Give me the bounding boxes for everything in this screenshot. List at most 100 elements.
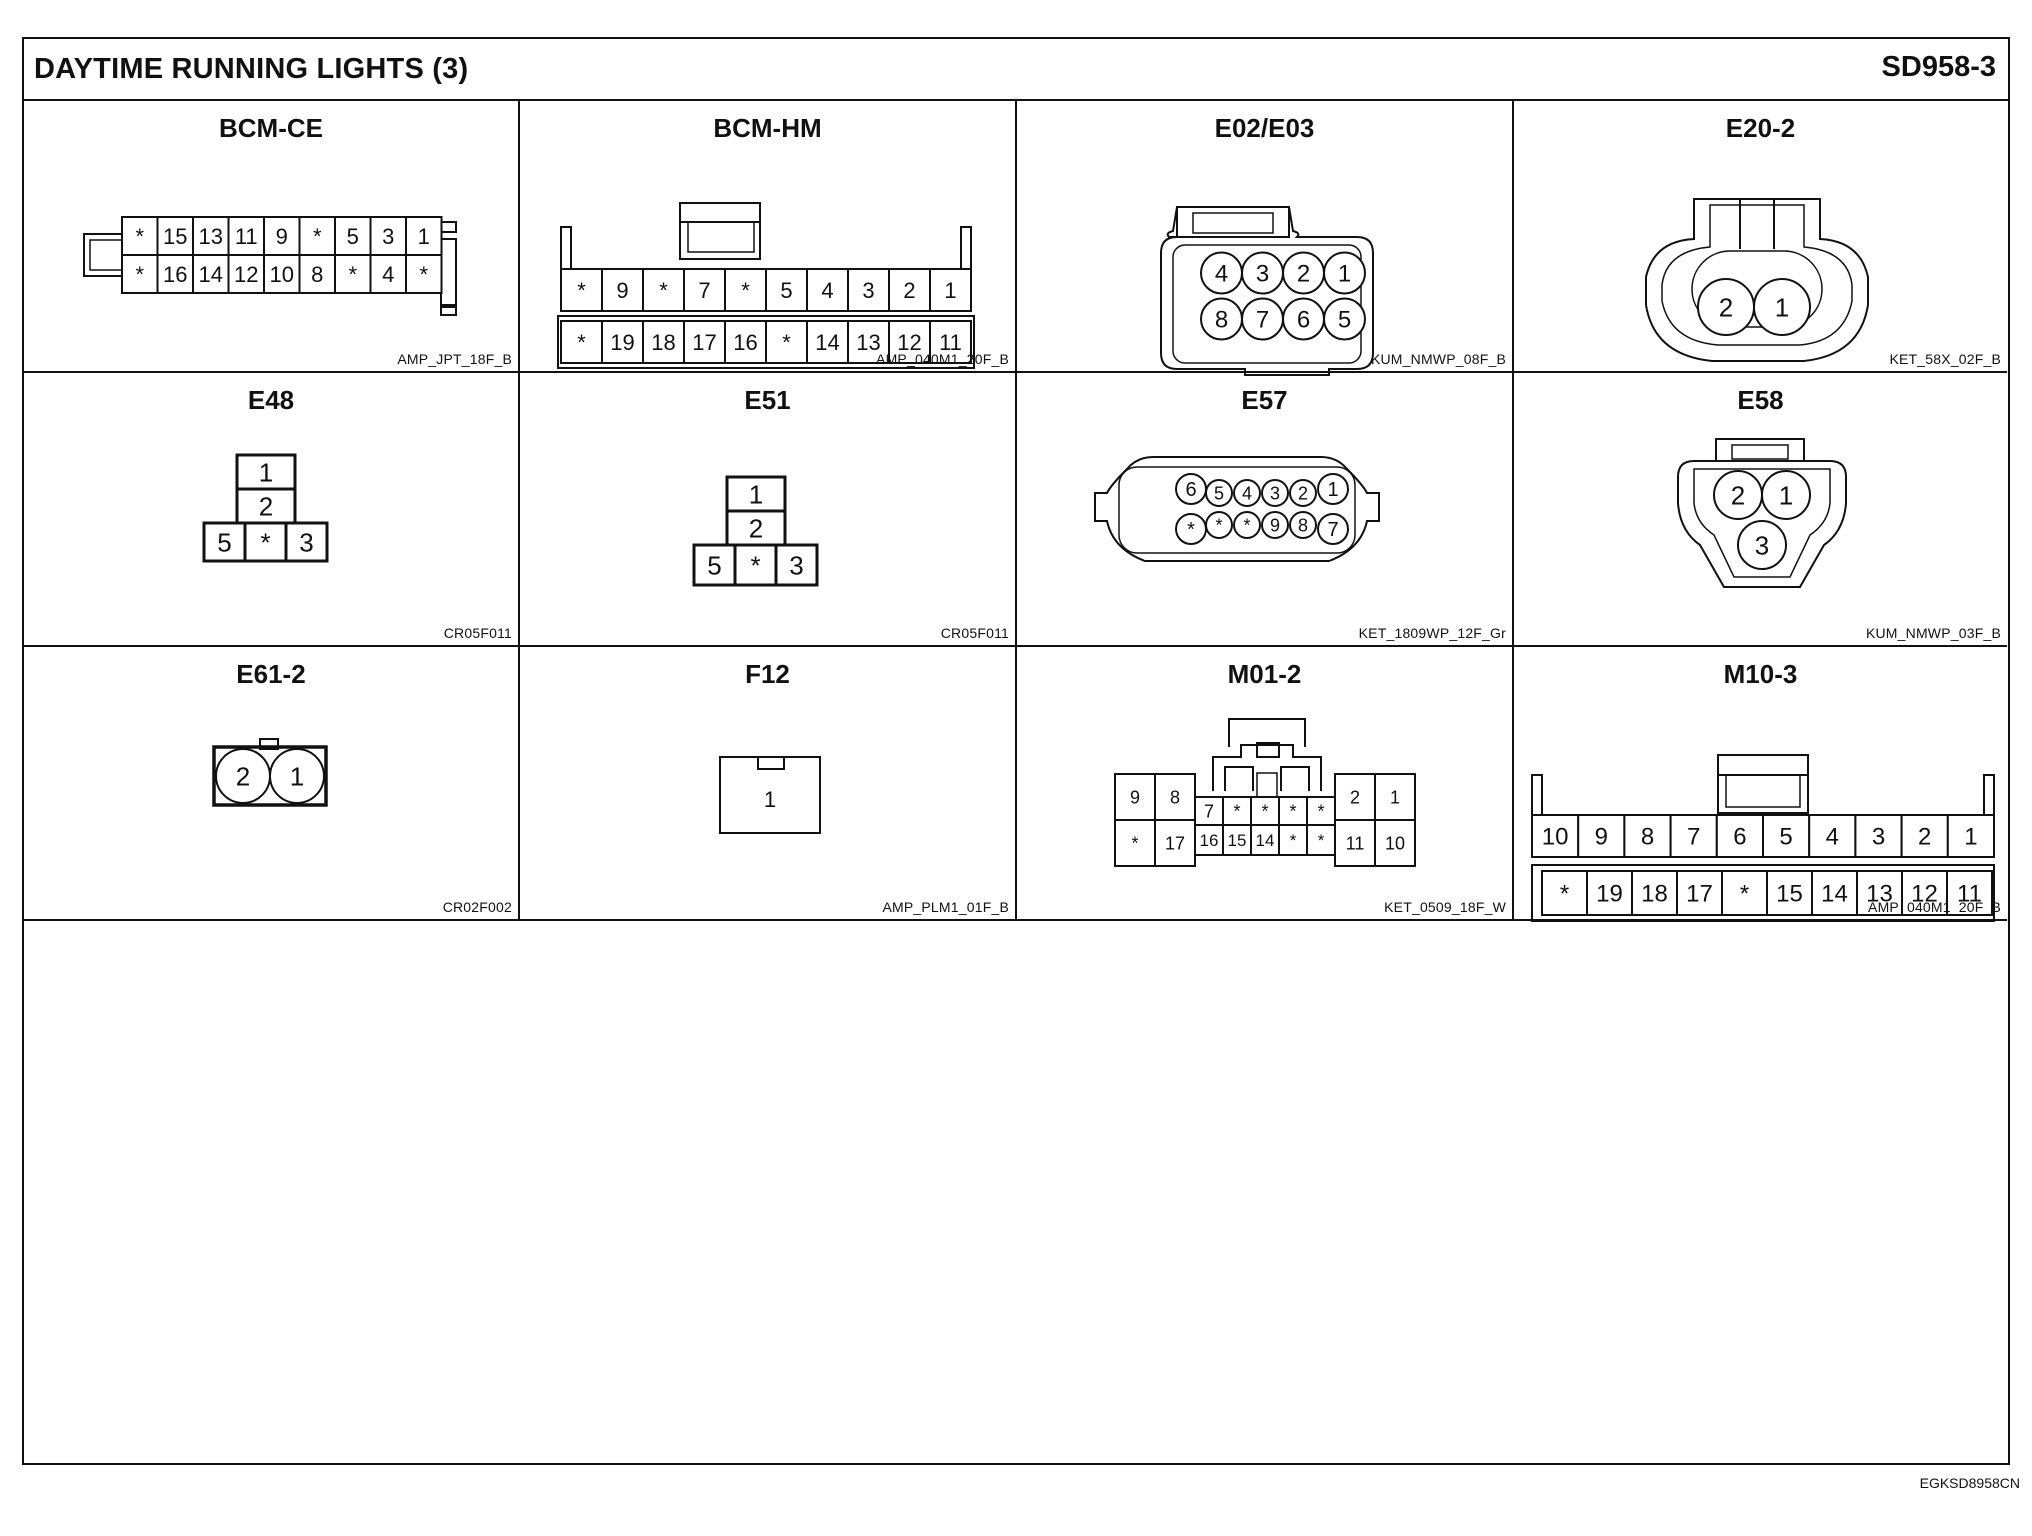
connector-housing [757, 756, 785, 770]
page-title: DAYTIME RUNNING LIGHTS (3) [34, 53, 469, 85]
connector-part-code: KUM_NMWP_08F_B [1370, 351, 1506, 367]
connector-housing [1118, 466, 1356, 554]
pin-label: 2 [259, 491, 273, 521]
pin-label: 11 [1957, 881, 1982, 908]
pin-label: 2 [236, 761, 250, 791]
pin-cell [1114, 819, 1156, 867]
pin-label: 12 [897, 330, 921, 355]
connector-housing [1715, 438, 1805, 462]
pin-label: 8 [311, 262, 323, 287]
connector-name: M01-2 [1227, 659, 1302, 689]
connector-housing [1731, 444, 1789, 460]
pin-label: * [135, 262, 144, 287]
connector-housing [1691, 250, 1823, 328]
connector-part-code: CR02F002 [442, 899, 512, 915]
connector-housing [557, 315, 975, 369]
pin-label: 5 [217, 527, 231, 557]
connector-name: M10-3 [1723, 659, 1798, 689]
pin-cavity [1205, 511, 1233, 539]
connector-housing [1983, 774, 1995, 818]
pin-label: 7 [1327, 519, 1338, 541]
pin-label: 4 [1242, 483, 1252, 503]
pin-label: * [1318, 831, 1325, 850]
pin-cavity [1761, 470, 1811, 520]
pin-label: 1 [749, 479, 763, 509]
pin-cell [1374, 819, 1416, 867]
connector-housing [1224, 766, 1254, 791]
pin-label: 5 [1214, 483, 1224, 503]
header-bar: DAYTIME RUNNING LIGHTS (3) SD958-3 [24, 39, 2008, 101]
pin-label: * [1233, 801, 1240, 821]
pin-cell [1631, 870, 1678, 916]
pin-cell [405, 254, 443, 294]
pin-cell [642, 268, 685, 312]
pin-label: 6 [1297, 307, 1310, 334]
connector-name: E02/E03 [1214, 113, 1315, 143]
pin-label: 2 [1918, 824, 1931, 851]
pin-label: 8 [1215, 307, 1228, 334]
connector-housing [1172, 244, 1362, 364]
pin-label: * [135, 224, 144, 249]
connector-cell-e61-2: E61-2 2 1 CR02F002 [24, 647, 520, 921]
connector-housing [1531, 864, 1995, 922]
pin-label: 4 [821, 278, 833, 303]
connector-name: E20-2 [1725, 113, 1796, 143]
pin-cell [192, 254, 230, 294]
pin-label: * [1740, 881, 1749, 908]
pin-cell [298, 216, 336, 256]
pin-label: 17 [1165, 833, 1185, 853]
pin-label: 1 [290, 761, 304, 791]
connector-housing [1280, 766, 1310, 791]
connector-housing [560, 226, 572, 270]
pin-cell [1577, 814, 1626, 858]
pin-label: * [1131, 833, 1138, 853]
pin-cavity [1289, 479, 1317, 507]
pin-cell [1541, 870, 1588, 916]
connector-part-code: AMP_040M1_20F_B [876, 351, 1009, 367]
pin-cell [774, 543, 819, 587]
pin-cavity [1737, 520, 1787, 570]
pin-label: 2 [1719, 292, 1733, 322]
connector-diagram-e48: 125*3 [202, 453, 329, 563]
pin-label: 15 [1776, 881, 1803, 908]
pin-cell [334, 254, 372, 294]
pin-label: 8 [1641, 824, 1654, 851]
pin-label: 4 [1215, 261, 1228, 288]
pin-cell [765, 268, 808, 312]
connector-housing [679, 202, 761, 260]
pin-label: 5 [347, 224, 359, 249]
pin-label: 7 [1256, 307, 1269, 334]
pin-label: 4 [382, 262, 394, 287]
pin-cell [202, 521, 247, 563]
pin-cell [560, 320, 603, 364]
diagram-frame: DAYTIME RUNNING LIGHTS (3) SD958-3 BCM-C… [22, 37, 2010, 1465]
pin-cavity [1323, 297, 1366, 341]
pin-cell [601, 320, 644, 364]
pin-label: 3 [299, 527, 313, 557]
pin-cell [1856, 870, 1903, 916]
pin-label: 9 [616, 278, 628, 303]
pin-label: 6 [1733, 824, 1746, 851]
pin-label: 9 [276, 224, 288, 249]
pin-label: 3 [382, 224, 394, 249]
pin-label: * [782, 330, 791, 355]
pin-cell [1194, 824, 1224, 856]
connector-name: F12 [745, 659, 790, 689]
pin-label: 17 [1686, 881, 1713, 908]
pin-label: 2 [1298, 483, 1308, 503]
pin-label: 1 [944, 278, 956, 303]
pin-label: 12 [1911, 881, 1938, 908]
connector-housing [1693, 468, 1831, 578]
connector-housing [440, 238, 457, 308]
pin-label: * [348, 262, 357, 287]
pin-label: 8 [1170, 787, 1180, 807]
connector-housing [1094, 456, 1380, 562]
connector-name: E61-2 [236, 659, 306, 689]
pin-label: * [260, 527, 270, 557]
pin-label: * [1560, 881, 1569, 908]
pin-label: 1 [764, 787, 776, 812]
pin-cell [156, 254, 194, 294]
pin-cell [369, 254, 407, 294]
pin-label: 1 [1390, 787, 1400, 807]
